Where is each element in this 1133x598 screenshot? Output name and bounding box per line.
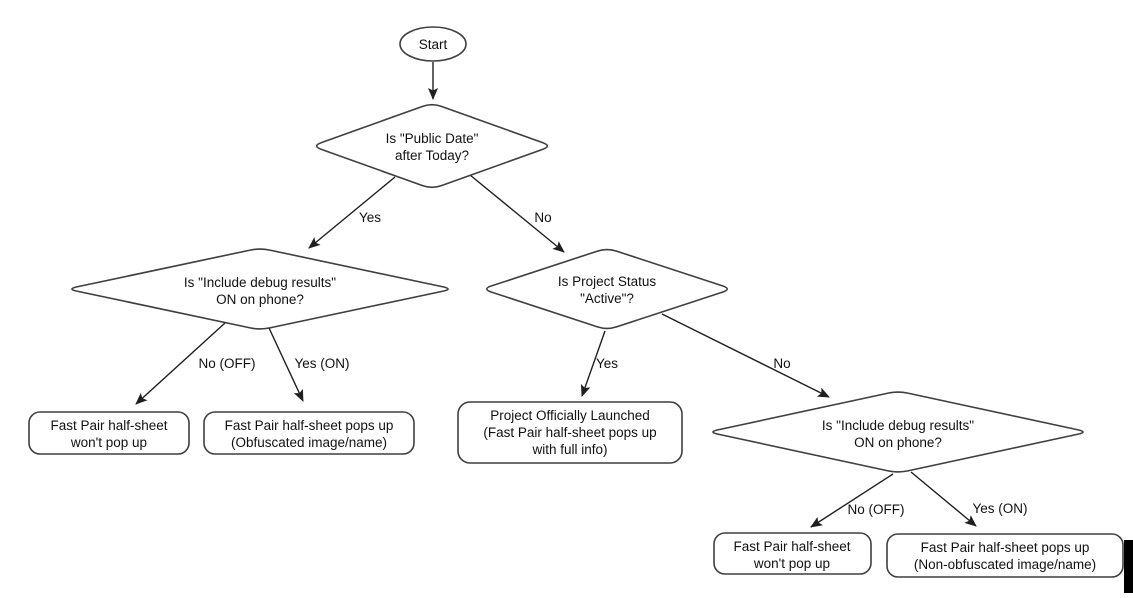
- result-wont-popup-left: Fast Pair half-sheet won't pop up: [28, 411, 190, 455]
- result-obfuscated-line2: (Obfuscated image/name): [231, 435, 387, 450]
- result-wont-popup-right-line2: won't pop up: [753, 556, 830, 571]
- result-obfuscated-line1: Fast Pair half-sheet pops up: [225, 418, 394, 433]
- start-oval: [399, 26, 467, 62]
- result-wont-popup-right-line1: Fast Pair half-sheet: [733, 539, 850, 554]
- edge-label-public-no: No: [534, 210, 551, 225]
- edge-label-debug-left-yes: Yes (ON): [294, 356, 349, 371]
- decision-project-status-line2: "Active"?: [580, 291, 634, 306]
- decision-debug-right-line1: Is "Include debug results": [822, 418, 974, 433]
- edge-label-debug-left-no: No (OFF): [199, 356, 256, 371]
- start-node: Start: [399, 26, 467, 62]
- start-label: Start: [419, 37, 448, 52]
- result-non-obfuscated-line1: Fast Pair half-sheet pops up: [921, 540, 1090, 555]
- result-wont-popup-right: Fast Pair half-sheet won't pop up: [713, 532, 872, 575]
- result-wont-popup-left-line2: won't pop up: [70, 435, 147, 450]
- decision-public-date-line1: Is "Public Date": [386, 131, 479, 146]
- edge-label-debug-right-yes: Yes (ON): [972, 501, 1027, 516]
- edge-debug-left-yes: [268, 327, 304, 402]
- result-launched-box: [457, 401, 683, 464]
- edge-status-yes: [580, 330, 606, 397]
- flowchart-edge-labels: Yes No No (OFF) Yes (ON) Yes No No (OFF)…: [199, 210, 1028, 517]
- edge-label-status-no: No: [773, 356, 790, 371]
- decision-public-date: Is "Public Date" after Today?: [315, 103, 549, 189]
- decision-public-date-diamond: [315, 103, 549, 189]
- edge-public-date-no: [469, 174, 565, 253]
- result-non-obfuscated-box: [886, 533, 1124, 578]
- decision-debug-left: Is "Include debug results" ON on phone?: [71, 248, 449, 330]
- result-obfuscated: Fast Pair half-sheet pops up (Obfuscated…: [203, 411, 415, 455]
- edge-label-public-yes: Yes: [359, 210, 381, 225]
- decision-debug-right: Is "Include debug results" ON on phone?: [712, 391, 1084, 473]
- result-wont-popup-left-line1: Fast Pair half-sheet: [50, 418, 167, 433]
- decision-public-date-line2: after Today?: [395, 148, 469, 163]
- decision-debug-left-line1: Is "Include debug results": [184, 275, 336, 290]
- result-launched-line1: Project Officially Launched: [490, 408, 650, 423]
- decision-project-status-line1: Is Project Status: [558, 274, 657, 289]
- result-non-obfuscated-line2: (Non-obfuscated image/name): [914, 557, 1096, 572]
- decision-debug-right-diamond: [712, 391, 1084, 473]
- decision-project-status: Is Project Status "Active"?: [485, 248, 729, 330]
- result-launched: Project Officially Launched (Fast Pair h…: [457, 401, 683, 464]
- edge-debug-left-no: [135, 322, 226, 405]
- edge-status-no: [661, 313, 830, 398]
- result-wont-popup-left-box: [28, 411, 190, 455]
- result-obfuscated-box: [203, 411, 415, 455]
- edge-debug-right-yes: [910, 471, 977, 527]
- result-launched-line3: with full info): [531, 442, 607, 457]
- decision-debug-left-line2: ON on phone?: [216, 292, 304, 307]
- edge-label-debug-right-no: No (OFF): [848, 502, 905, 517]
- decision-debug-left-diamond: [71, 248, 449, 330]
- edge-debug-right-no: [810, 473, 894, 528]
- result-non-obfuscated: Fast Pair half-sheet pops up (Non-obfusc…: [886, 533, 1124, 578]
- decision-project-status-diamond: [485, 248, 729, 330]
- result-launched-line2: (Fast Pair half-sheet pops up: [483, 425, 656, 440]
- text-cursor-artifact: [1124, 540, 1133, 593]
- result-wont-popup-right-box: [713, 532, 872, 575]
- edge-public-date-yes: [308, 176, 396, 249]
- flowchart-edges: [135, 62, 977, 528]
- decision-debug-right-line2: ON on phone?: [854, 435, 942, 450]
- edge-label-status-yes: Yes: [596, 356, 618, 371]
